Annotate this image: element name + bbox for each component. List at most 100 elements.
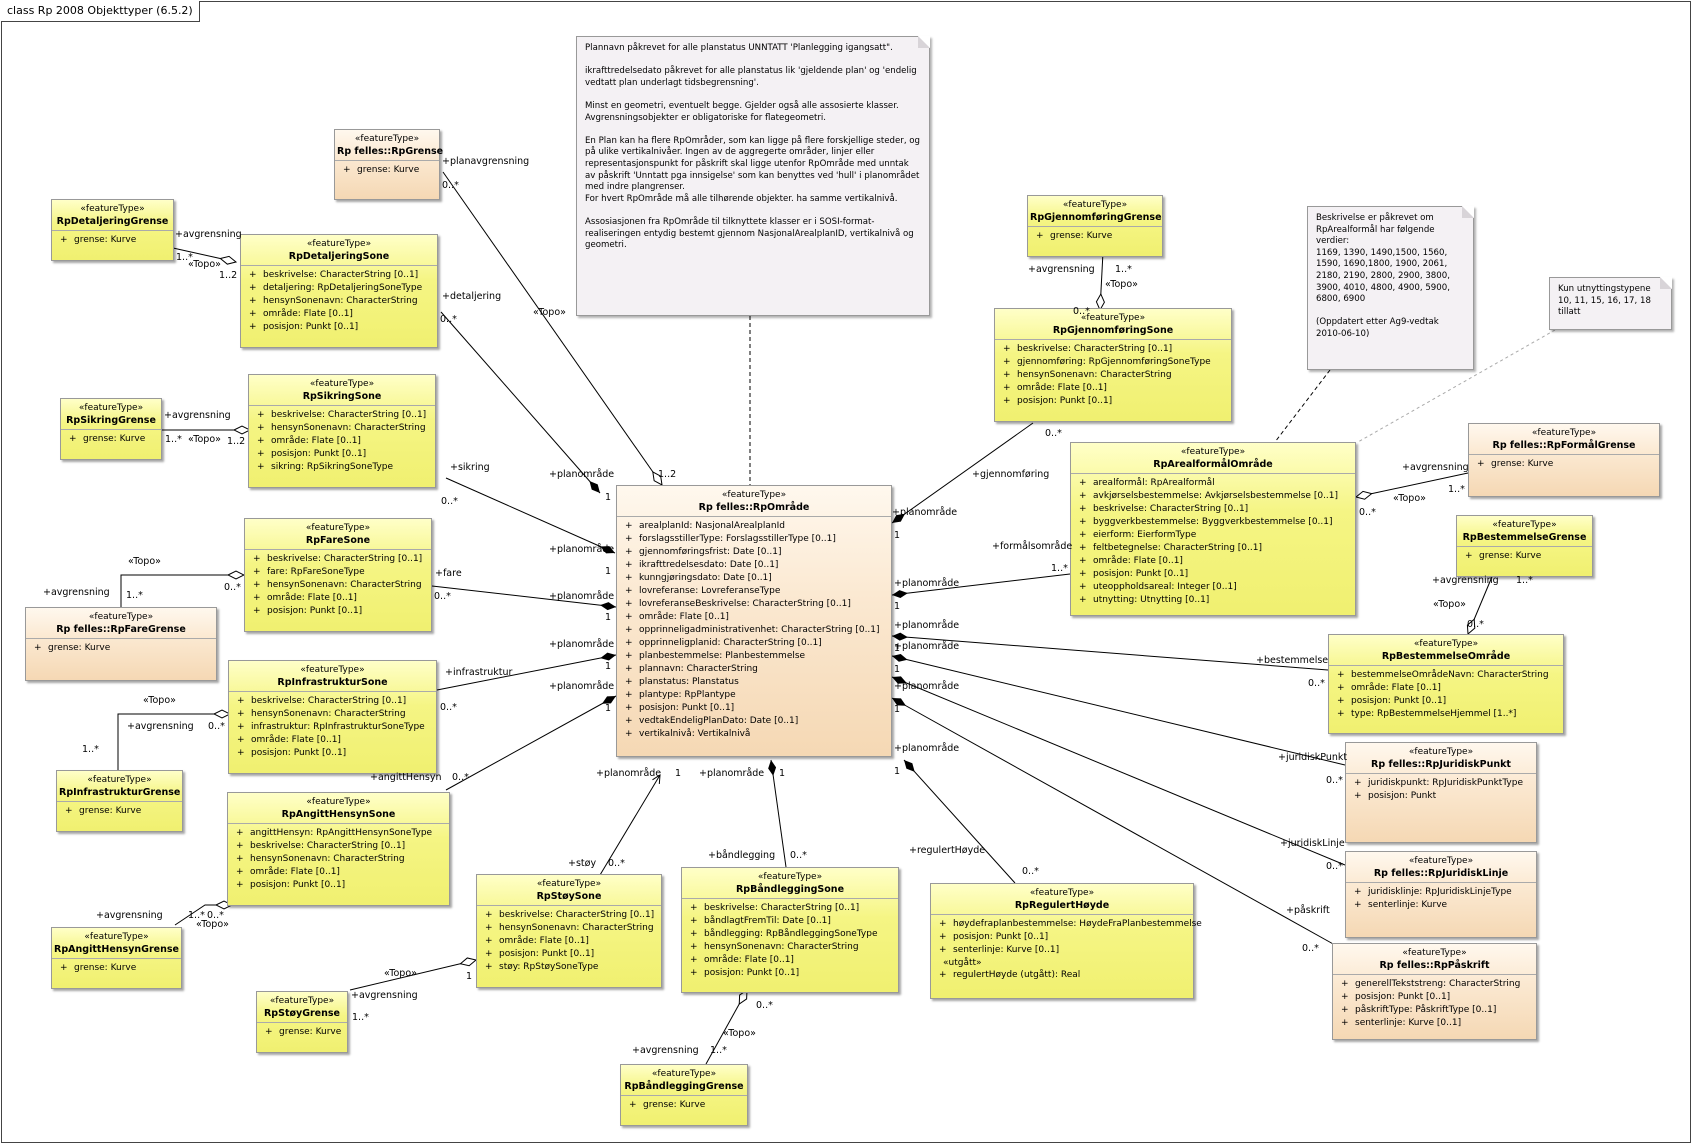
class-attribute: angittHensyn: RpAngittHensynSoneType: [236, 827, 445, 840]
class-attribute: område: Flate [0..1]: [485, 935, 657, 948]
stereotype: «featureType»: [651, 1069, 717, 1079]
stereotype: «featureType»: [84, 932, 149, 942]
class-angittsone[interactable]: «featureType»RpAngittHensynSone angittHe…: [227, 792, 450, 906]
class-name: RpSikringGrense: [66, 415, 156, 426]
class-gjgrense[interactable]: «featureType»RpGjennomføringGrense grens…: [1027, 195, 1163, 257]
class-stoysone[interactable]: «featureType»RpStøySone beskrivelse: Cha…: [476, 874, 662, 988]
stereotype-utgatt: «utgått»: [943, 958, 982, 968]
class-name: RpSikringSone: [302, 391, 382, 402]
class-attribute: grense: Kurve: [60, 962, 177, 975]
note-main: Plannavn påkrevet for alle planstatus UN…: [576, 36, 930, 316]
assoc-regulerthoyde: [903, 759, 1016, 884]
class-name: RpBestemmelseGrense: [1462, 532, 1587, 543]
class-faresone[interactable]: «featureType»RpFareSone beskrivelse: Cha…: [244, 518, 432, 632]
class-detaljgrense[interactable]: «featureType»RpDetaljeringGrense grense:…: [51, 199, 174, 261]
class-attribute: ikrafttredelsesdato: Date [0..1]: [625, 559, 887, 572]
class-angittgrense[interactable]: «featureType»RpAngittHensynGrense grense…: [51, 927, 182, 989]
class-jurpunkt[interactable]: «featureType»Rp felles::RpJuridiskPunkt …: [1345, 742, 1537, 843]
role-label: +påskrift: [1286, 905, 1330, 916]
multiplicity-label: 1: [605, 661, 612, 672]
class-attribute: beskrivelse: CharacterString [0..1]: [236, 840, 445, 853]
multiplicity-label: 1: [675, 768, 682, 779]
stereotype: «featureType»: [721, 490, 787, 500]
class-name: RpStøyGrense: [263, 1008, 340, 1019]
class-sikringsone[interactable]: «featureType»RpSikringSone beskrivelse: …: [248, 374, 436, 488]
assoc-juridisklinje: [891, 676, 1346, 866]
class-attribute: arealformål: RpArealformål: [1079, 477, 1351, 490]
class-gjsone[interactable]: «featureType»RpGjennomføringSone beskriv…: [994, 308, 1232, 422]
class-jurlinje[interactable]: «featureType»Rp felles::RpJuridiskLinje …: [1345, 851, 1537, 938]
class-rpomrade[interactable]: «featureType»Rp felles::RpOmråde arealpl…: [616, 485, 892, 757]
class-attribute: avkjørselsbestemmelse: Avkjørselsbestemm…: [1079, 490, 1351, 503]
class-attribute: planstatus: Planstatus: [625, 676, 887, 689]
class-infrasone[interactable]: «featureType»RpInfrastrukturSone beskriv…: [228, 660, 437, 774]
note-text: Assosiasjonen fra RpOmråde til tilknytte…: [585, 216, 914, 251]
class-attribute: juridisklinje: RpJuridiskLinjeType: [1354, 886, 1532, 899]
class-bestgrense[interactable]: «featureType»RpBestemmelseGrense grense:…: [1456, 515, 1593, 577]
multiplicity-label: 0..*: [452, 772, 469, 783]
class-attribute: uteoppholdsareal: Integer [0..1]: [1079, 581, 1351, 594]
multiplicity-label: 0..*: [434, 591, 451, 602]
class-attribute: hensynSonenavn: CharacterString: [485, 922, 657, 935]
class-attribute: beskrivelse: CharacterString [0..1]: [1079, 503, 1351, 516]
class-arealformal[interactable]: «featureType»RpArealformålOmråde arealfo…: [1070, 442, 1356, 616]
role-label: +avgrensning: [43, 587, 110, 598]
multiplicity-label: 1: [605, 703, 612, 714]
class-attribute: planbestemmelse: Planbestemmelse: [625, 650, 887, 663]
role-label: +planområde: [699, 768, 765, 779]
multiplicity-label: 1: [894, 601, 901, 612]
stereotype: «featureType»: [1180, 447, 1246, 457]
multiplicity-label: 1..*: [1448, 484, 1465, 495]
assoc-band-topo: [705, 990, 747, 1065]
stereotype-label: «Topo»: [384, 968, 417, 979]
class-name: RpAngittHensynSone: [281, 809, 396, 820]
class-attribute: båndlegging: RpBåndleggingSoneType: [690, 928, 894, 941]
class-attribute: juridiskpunkt: RpJuridiskPunktType: [1354, 777, 1532, 790]
class-name: Rp felles::RpJuridiskPunkt: [1371, 759, 1511, 770]
class-attribute: hensynSonenavn: CharacterString: [253, 579, 427, 592]
assoc-best-topo: [1468, 571, 1495, 634]
class-attribute: posisjon: Punkt [0..1]: [257, 448, 431, 461]
class-detaljsone[interactable]: «featureType»RpDetaljeringSone beskrivel…: [240, 234, 438, 348]
role-label: +planområde: [549, 639, 615, 650]
class-stoygrense[interactable]: «featureType»RpStøyGrense grense: Kurve: [256, 991, 348, 1053]
stereotype-label: «Topo»: [1105, 279, 1138, 290]
class-attribute: senterlinje: Kurve [0..1]: [939, 944, 1189, 957]
class-bestomrade[interactable]: «featureType»RpBestemmelseOmråde bestemm…: [1328, 634, 1564, 734]
class-faregrense[interactable]: «featureType»Rp felles::RpFareGrense gre…: [25, 607, 217, 681]
class-attribute: grense: Kurve: [1036, 230, 1158, 243]
stereotype-label: «Topo»: [1433, 599, 1466, 610]
stereotype-label: «Topo»: [723, 1028, 756, 1039]
class-infragrense[interactable]: «featureType»RpInfrastrukturGrense grens…: [56, 770, 183, 832]
multiplicity-label: 0..*: [441, 496, 458, 507]
class-attribute: område: Flate [0..1]: [236, 866, 445, 879]
stereotype: «featureType»: [305, 523, 371, 533]
class-regulerthoyde[interactable]: «featureType»RpRegulertHøyde høydefrapla…: [930, 883, 1202, 999]
class-name: Rp felles::RpPåskrift: [1379, 960, 1490, 971]
multiplicity-label: 0..*: [1467, 619, 1484, 630]
class-attribute: hensynSonenavn: CharacterString: [1003, 369, 1227, 382]
class-sikringgrense[interactable]: «featureType»RpSikringGrense grense: Kur…: [60, 398, 162, 460]
multiplicity-label: 0..*: [608, 858, 625, 869]
multiplicity-label: 1..*: [352, 1012, 369, 1023]
class-bandgrense[interactable]: «featureType»RpBåndleggingGrense grense:…: [620, 1064, 748, 1126]
multiplicity-label: 0..*: [756, 1000, 773, 1011]
role-label: +planavgrensning: [442, 156, 530, 167]
stereotype: «featureType»: [1402, 948, 1467, 958]
class-bandsone[interactable]: «featureType»RpBåndleggingSone beskrivel…: [681, 867, 899, 993]
stereotype: «featureType»: [757, 872, 823, 882]
class-paskrift[interactable]: «featureType»Rp felles::RpPåskrift gener…: [1332, 943, 1537, 1040]
multiplicity-label: 0..*: [1073, 306, 1090, 317]
stereotype: «featureType»: [1492, 520, 1557, 530]
multiplicity-label: 0..*: [440, 702, 457, 713]
assoc-stoy: [599, 775, 660, 876]
class-formalgrense[interactable]: «featureType»Rp felles::RpFormålGrense g…: [1468, 423, 1660, 497]
role-label: +gjennomføring: [972, 469, 1050, 480]
assoc-bestemmelse: [891, 632, 1329, 671]
class-attribute: grense: Kurve: [34, 642, 212, 655]
class-attribute: beskrivelse: CharacterString [0..1]: [485, 909, 657, 922]
note-text: Minst en geometri, eventuelt begge. Gjel…: [585, 100, 899, 123]
role-label: +avgrensning: [96, 910, 163, 921]
class-rpgrense[interactable]: «featureType»Rp felles::RpGrense grense:…: [334, 129, 443, 200]
class-attribute: detaljering: RpDetaljeringSoneType: [249, 282, 433, 295]
